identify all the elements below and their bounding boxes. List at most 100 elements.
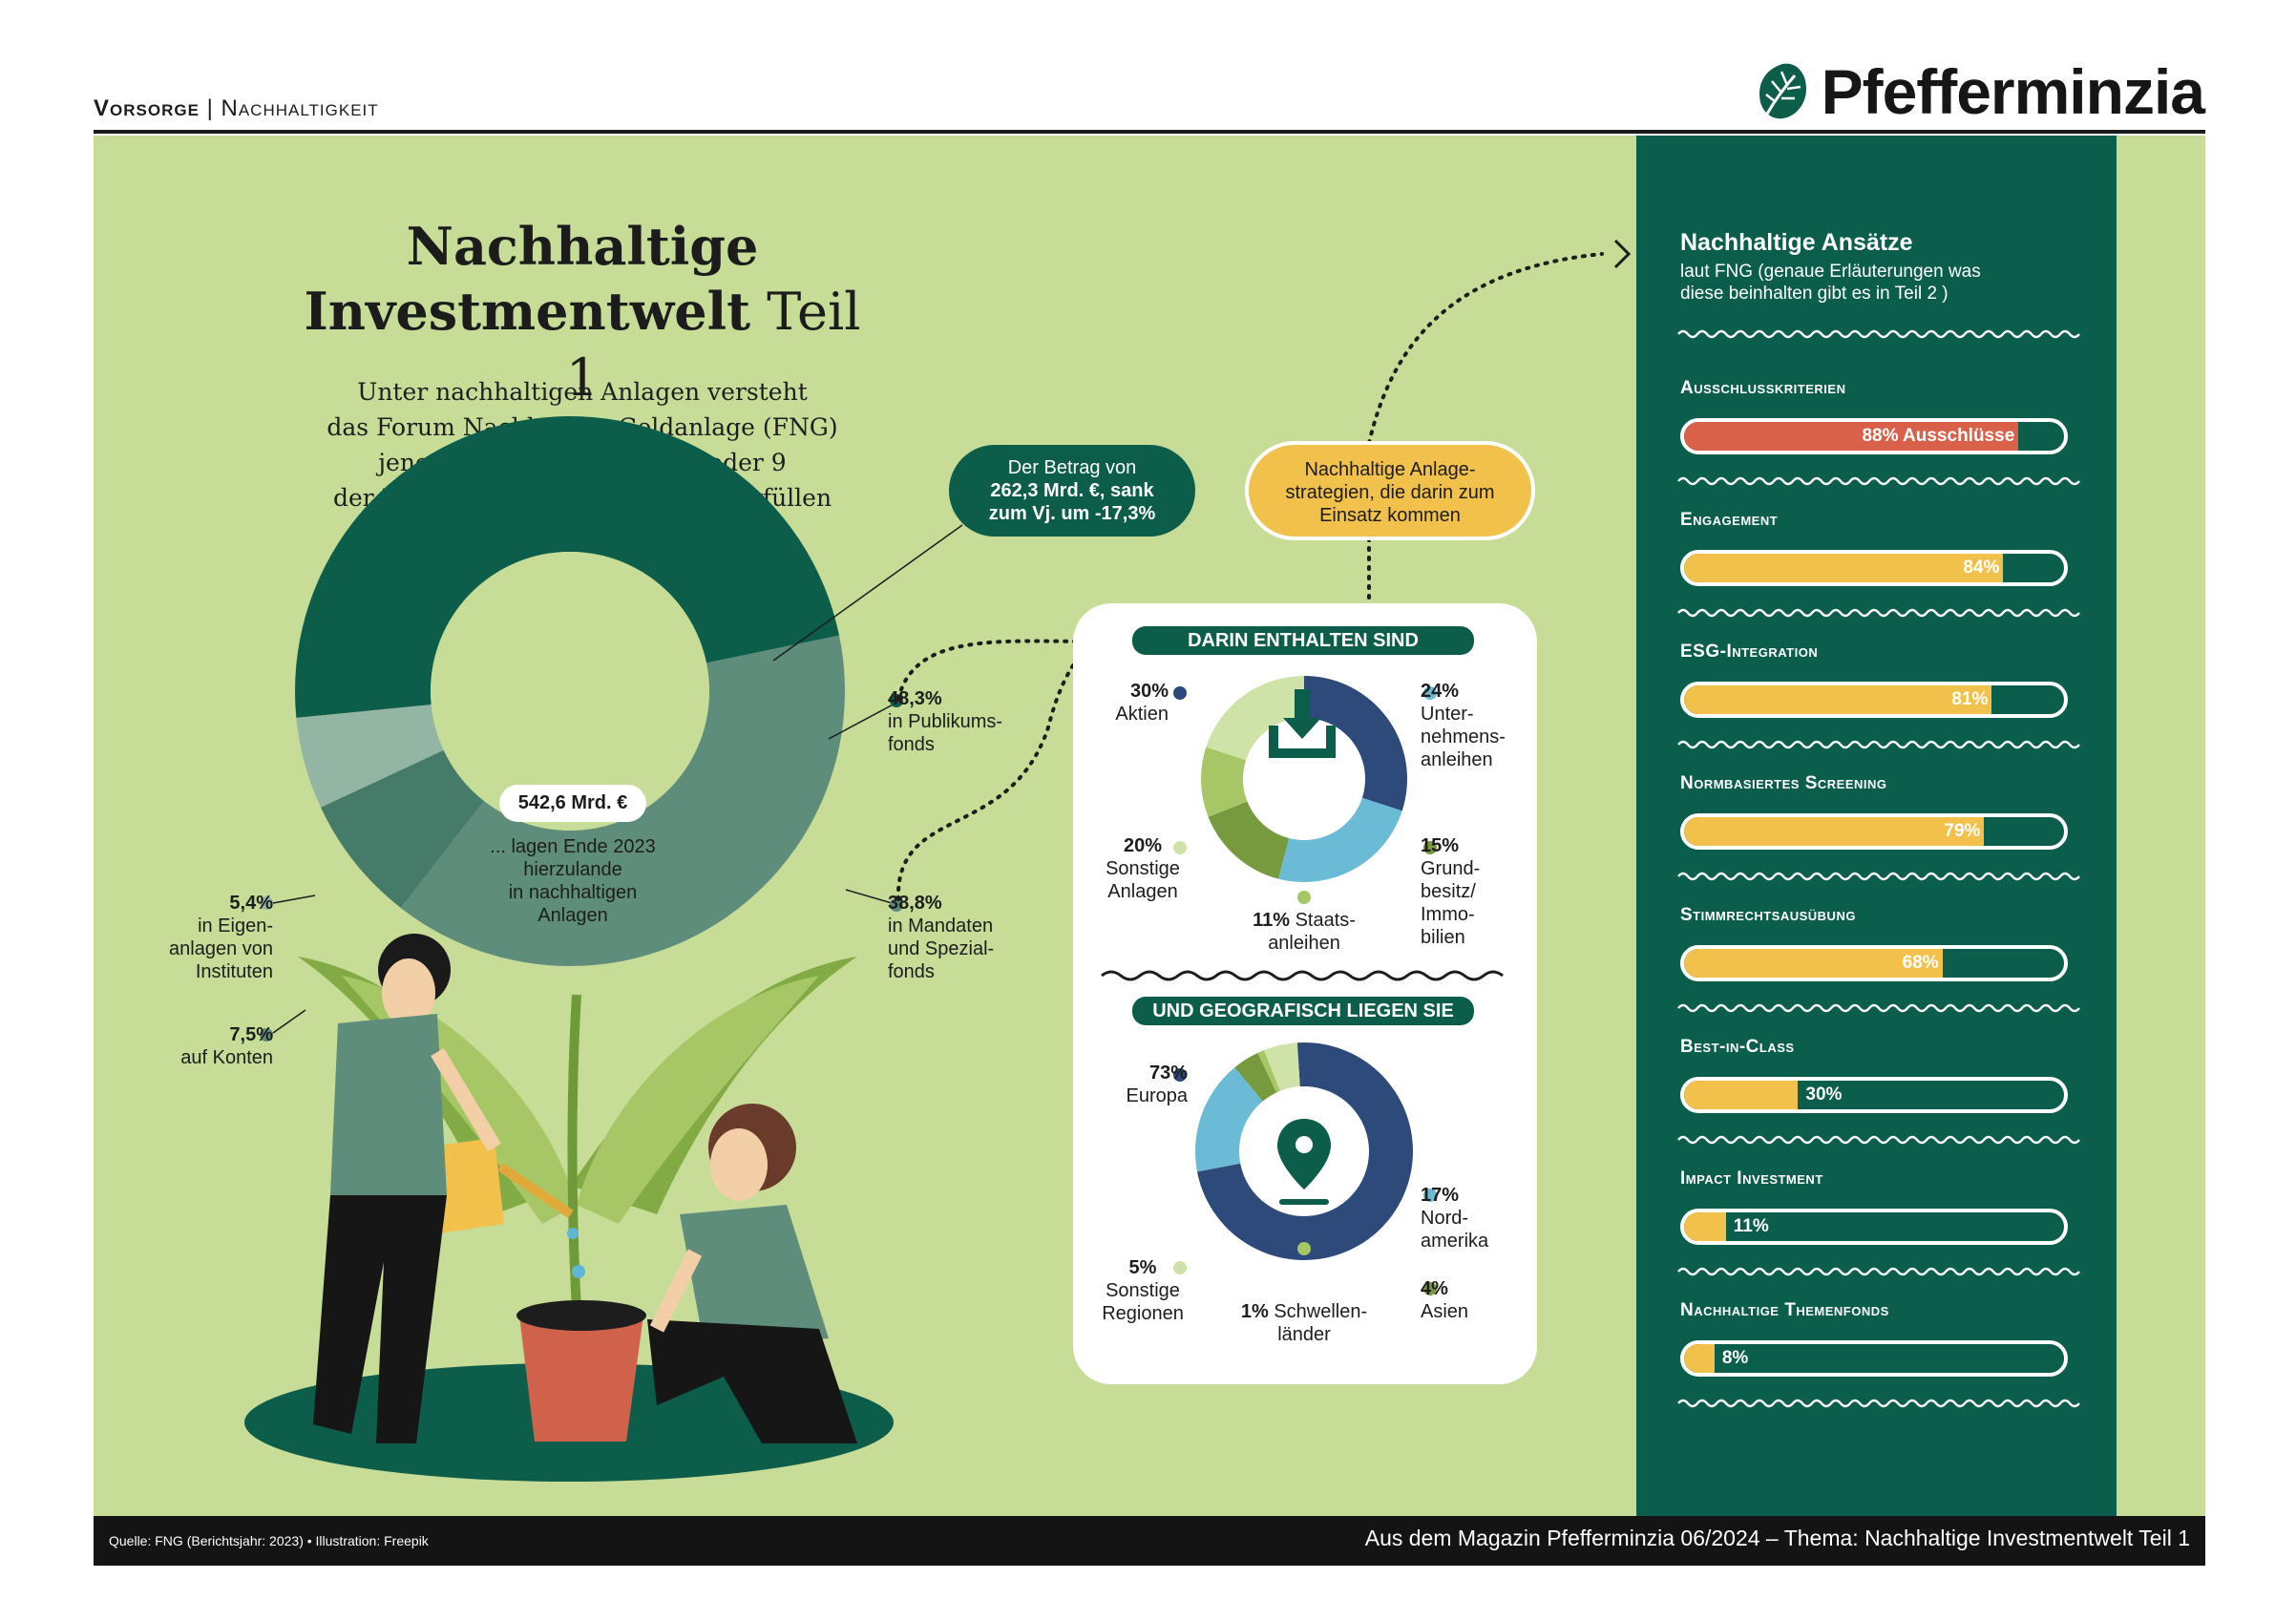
main-donut-hole xyxy=(431,552,709,831)
watering-can-spout xyxy=(497,1162,574,1219)
label-konten: 7,5% auf Konten xyxy=(158,1023,273,1069)
pct-value: 20% xyxy=(1123,835,1163,856)
title-bold: Investmentwelt xyxy=(304,281,751,342)
leaf-right-front xyxy=(577,976,819,1224)
person-right-arm xyxy=(649,1249,703,1333)
publikum-connector xyxy=(828,701,899,740)
bar-value-label: 30% xyxy=(1805,1084,1843,1105)
main-donut-chart xyxy=(294,415,846,966)
person-left-arm xyxy=(431,1047,501,1152)
person-right-shirt xyxy=(680,1205,829,1348)
banner-geography: UND GEOGRAFISCH LIEGEN SIE xyxy=(1132,997,1474,1025)
map-pin-icon xyxy=(1277,1119,1331,1205)
person-left-pants xyxy=(313,1195,447,1443)
intro-line: Unter nachhaltigen Anlagen versteht xyxy=(357,378,808,406)
pct-value: 5,4% xyxy=(229,893,273,914)
pct-value: 15% xyxy=(1421,835,1460,856)
person-right-pants xyxy=(647,1319,857,1443)
label-staatsanleihen: 11% Staats- anleihen xyxy=(1241,909,1367,955)
label-schwellenlaender: 1% Schwellen- länder xyxy=(1232,1300,1377,1346)
amount-callout: Der Betrag von 262,3 Mrd. €, sank zum Vj… xyxy=(949,445,1195,537)
callout-line: Nachhaltige Anlage- xyxy=(1304,459,1476,480)
label-text: fonds xyxy=(888,961,935,982)
geo-donut-chart xyxy=(1195,1042,1413,1260)
label-text: in Eigen- xyxy=(198,916,273,937)
konten-dot xyxy=(260,1028,273,1042)
slice-eigenanlagen xyxy=(296,705,444,808)
slice-sonstige-regionen xyxy=(1264,1042,1300,1091)
donut-center: 542,6 Mrd. € ... lagen Ende 2023 hierzul… xyxy=(477,785,668,927)
label-text: Nord- xyxy=(1421,1208,1469,1229)
strategy-heading: Engagement xyxy=(1680,510,1779,530)
strategy-heading: Ausschlusskriterien xyxy=(1680,378,1846,398)
slice-unternehmensanleihen xyxy=(1278,797,1402,882)
label-sonstige-regionen: 5% Sonstige Regionen xyxy=(1098,1256,1188,1325)
strategy-bar: 68% xyxy=(1680,945,2068,981)
label-text: Europa xyxy=(1126,1085,1189,1106)
dotted-arrow-upper xyxy=(896,639,1098,701)
bar-fill xyxy=(1684,422,2019,451)
center-line: hierzulande xyxy=(523,859,622,880)
konten-connector xyxy=(272,1009,306,1034)
dot-sonstige-regionen xyxy=(1173,1261,1187,1274)
stem xyxy=(567,994,581,1311)
strategy-bar: 30% xyxy=(1680,1077,2068,1113)
eigen-dot xyxy=(260,896,273,910)
bar-fill xyxy=(1684,1081,1799,1109)
label-text: fonds xyxy=(888,734,935,755)
main-illustration xyxy=(244,239,1632,1482)
label-text: länder xyxy=(1277,1324,1331,1345)
pfefferminzia-logo: Pfefferminzia xyxy=(1753,55,2205,128)
side-title: Nachhaltige Ansätze xyxy=(1680,229,1913,256)
bar-fill xyxy=(1684,1344,1715,1373)
wave-divider xyxy=(1677,872,2080,881)
mandate-dot xyxy=(890,898,903,912)
logo-text: Pfefferminzia xyxy=(1821,56,2205,127)
total-amount-badge: 542,6 Mrd. € xyxy=(498,785,647,822)
pct-value: 4% xyxy=(1421,1278,1448,1299)
label-text: Staats- xyxy=(1295,910,1356,931)
center-line: Anlagen xyxy=(537,905,608,926)
side-title-block: Nachhaltige Ansätze laut FNG (genaue Erl… xyxy=(1680,229,1981,305)
person-right-face xyxy=(710,1128,768,1201)
section-label: Vorsorge | Nachhaltigkeit xyxy=(94,95,379,122)
person-left-shirt xyxy=(330,1014,447,1195)
strategy-heading: Best-in-Class xyxy=(1680,1037,1795,1057)
label-text: amerika xyxy=(1421,1231,1489,1252)
pct-value: 17% xyxy=(1421,1185,1460,1206)
wave-divider xyxy=(1101,970,1504,981)
footer-source: Quelle: FNG (Berichtsjahr: 2023) • Illus… xyxy=(109,1533,429,1548)
dot-europa xyxy=(1173,1068,1187,1082)
label-text: Aktien xyxy=(1115,704,1169,725)
pct-value: 11% xyxy=(1253,910,1290,931)
dotted-arrow-top xyxy=(1367,252,1604,445)
label-text: anlagen von xyxy=(169,938,273,959)
slice-konten xyxy=(320,749,485,908)
bar-value-label: 68% xyxy=(1902,953,1939,973)
asset-donut-chart xyxy=(1201,676,1407,882)
strategy-bar: 11% xyxy=(1680,1209,2068,1245)
eigen-connector xyxy=(272,895,316,904)
dot-sonstige-anlagen xyxy=(1173,841,1187,854)
water-drop xyxy=(572,1265,585,1278)
pct-value: 24% xyxy=(1421,681,1460,702)
wave-divider xyxy=(1677,740,2080,749)
label-text: in Mandaten xyxy=(888,916,994,937)
label-mandate: 38,8% in Mandaten und Spezial- fonds xyxy=(888,892,994,983)
strategy-heading: Stimmrechtsausübung xyxy=(1680,905,1856,925)
slice-publikumsfonds xyxy=(294,415,840,718)
label-text: anleihen xyxy=(1268,933,1340,954)
dot-nordamerika xyxy=(1423,1189,1437,1202)
pct-value: 7,5% xyxy=(229,1024,273,1045)
bar-value-label: 81% xyxy=(1951,689,1989,709)
label-europa: 73% Europa xyxy=(1098,1062,1189,1107)
label-text: auf Konten xyxy=(180,1047,273,1068)
strategy-bar: 84% xyxy=(1680,550,2068,586)
pct-value: 38,8% xyxy=(888,893,942,914)
callout-line: Der Betrag von xyxy=(1007,457,1137,478)
strategy-bar: 88% Ausschlüsse xyxy=(1680,418,2068,454)
section-name: Vorsorge xyxy=(94,95,200,121)
strategy-callout: Nachhaltige Anlage- strategien, die dari… xyxy=(1245,441,1535,540)
label-text: bilien xyxy=(1421,927,1465,948)
slice-europa xyxy=(1197,1042,1413,1260)
